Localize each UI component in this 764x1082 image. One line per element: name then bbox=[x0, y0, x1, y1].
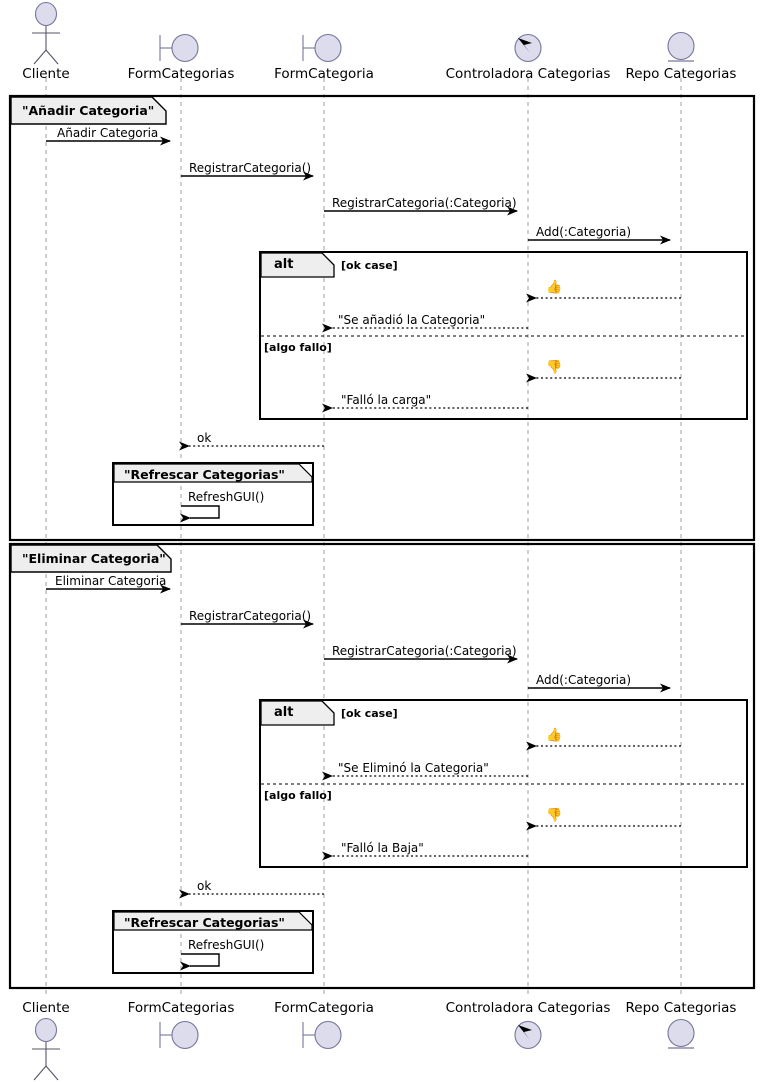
participant-label-formcategoria: FormCategoria bbox=[274, 66, 374, 82]
entity-icon bbox=[667, 31, 695, 62]
participant-icons-bottom bbox=[32, 1017, 695, 1081]
message-label-anadir-categoria: Añadir Categoria bbox=[57, 126, 159, 140]
thumbs-down-icon: 👎 bbox=[546, 808, 563, 823]
boundary-icon bbox=[302, 33, 342, 63]
message-label-refreshgui: RefreshGUI() bbox=[188, 490, 265, 504]
participant-label-repo-categorias-bottom: Repo Categorias bbox=[625, 1000, 737, 1016]
boundary-icon bbox=[159, 1020, 199, 1050]
message-label-se-elimino: "Se Eliminó la Categoria" bbox=[338, 761, 489, 775]
self-message-loop bbox=[180, 505, 220, 523]
participant-label-controladora-categorias: Controladora Categorias bbox=[445, 66, 611, 82]
actor-icon bbox=[32, 1, 60, 65]
fragment-eliminar-categoria bbox=[8, 542, 756, 990]
message-label-eliminar-categoria: Eliminar Categoria bbox=[55, 574, 167, 588]
message-label-ok: ok bbox=[197, 431, 212, 445]
control-icon bbox=[514, 33, 542, 63]
inner-fragment-refrescar bbox=[112, 462, 314, 526]
control-icon bbox=[514, 1020, 542, 1050]
boundary-icon bbox=[302, 1020, 342, 1050]
message-label-registrarcategoria-param: RegistrarCategoria(:Categoria) bbox=[332, 196, 517, 210]
entity-icon bbox=[667, 1018, 695, 1049]
alt-operator-label: alt bbox=[274, 257, 294, 272]
message-label-registrarcategoria: RegistrarCategoria() bbox=[189, 161, 312, 175]
fragment-title-anadir: "Añadir Categoria" bbox=[22, 103, 155, 118]
alt-guard-ok-case-2: [ok case] bbox=[341, 707, 398, 720]
inner-fragment-refrescar bbox=[112, 910, 314, 974]
participant-label-formcategorias-bottom: FormCategorias bbox=[127, 1000, 235, 1016]
thumbs-down-icon: 👎 bbox=[546, 360, 563, 375]
thumbs-up-icon: 👍 bbox=[546, 728, 563, 743]
message-label-add-categoria: Add(:Categoria) bbox=[536, 225, 632, 239]
self-message-loop bbox=[180, 953, 220, 971]
message-label-registrarcategoria-2: RegistrarCategoria() bbox=[189, 609, 312, 623]
message-label-fallo-carga: "Falló la carga" bbox=[341, 393, 432, 407]
message-label-fallo-baja: "Falló la Baja" bbox=[341, 841, 424, 855]
alt-guard-algo-fallo-2: [algo fallo] bbox=[264, 789, 332, 802]
message-label-registrarcategoria-param-2: RegistrarCategoria(:Categoria) bbox=[332, 644, 517, 658]
participant-label-formcategorias: FormCategorias bbox=[127, 66, 235, 82]
fragment-anadir-categoria bbox=[8, 94, 756, 542]
alt-guard-ok-case: [ok case] bbox=[341, 259, 398, 272]
inner-fragment-title-refrescar-2: "Refrescar Categorias" bbox=[124, 915, 285, 930]
participant-label-cliente: Cliente bbox=[22, 66, 70, 82]
message-label-se-anadio: "Se añadió la Categoria" bbox=[338, 313, 486, 327]
participant-label-cliente-bottom: Cliente bbox=[22, 1000, 70, 1016]
participant-label-formcategoria-bottom: FormCategoria bbox=[274, 1000, 374, 1016]
boundary-icon bbox=[159, 33, 199, 63]
message-label-refreshgui-2: RefreshGUI() bbox=[188, 938, 265, 952]
message-label-ok-2: ok bbox=[197, 879, 212, 893]
participant-icons-top bbox=[32, 1, 695, 65]
participant-label-repo-categorias: Repo Categorias bbox=[625, 66, 737, 82]
lifelines bbox=[45, 78, 682, 995]
inner-fragment-title-refrescar: "Refrescar Categorias" bbox=[124, 467, 285, 482]
thumbs-up-icon: 👍 bbox=[546, 280, 563, 295]
alt-fragment bbox=[259, 251, 748, 420]
actor-icon bbox=[32, 1017, 60, 1081]
alt-guard-algo-fallo: [algo fallo] bbox=[264, 341, 332, 354]
alt-fragment bbox=[259, 699, 748, 868]
alt-operator-label-2: alt bbox=[274, 705, 294, 720]
participant-label-controladora-categorias-bottom: Controladora Categorias bbox=[445, 1000, 611, 1016]
fragment-title-eliminar: "Eliminar Categoria" bbox=[22, 551, 166, 566]
message-label-add-categoria-2: Add(:Categoria) bbox=[536, 673, 632, 687]
